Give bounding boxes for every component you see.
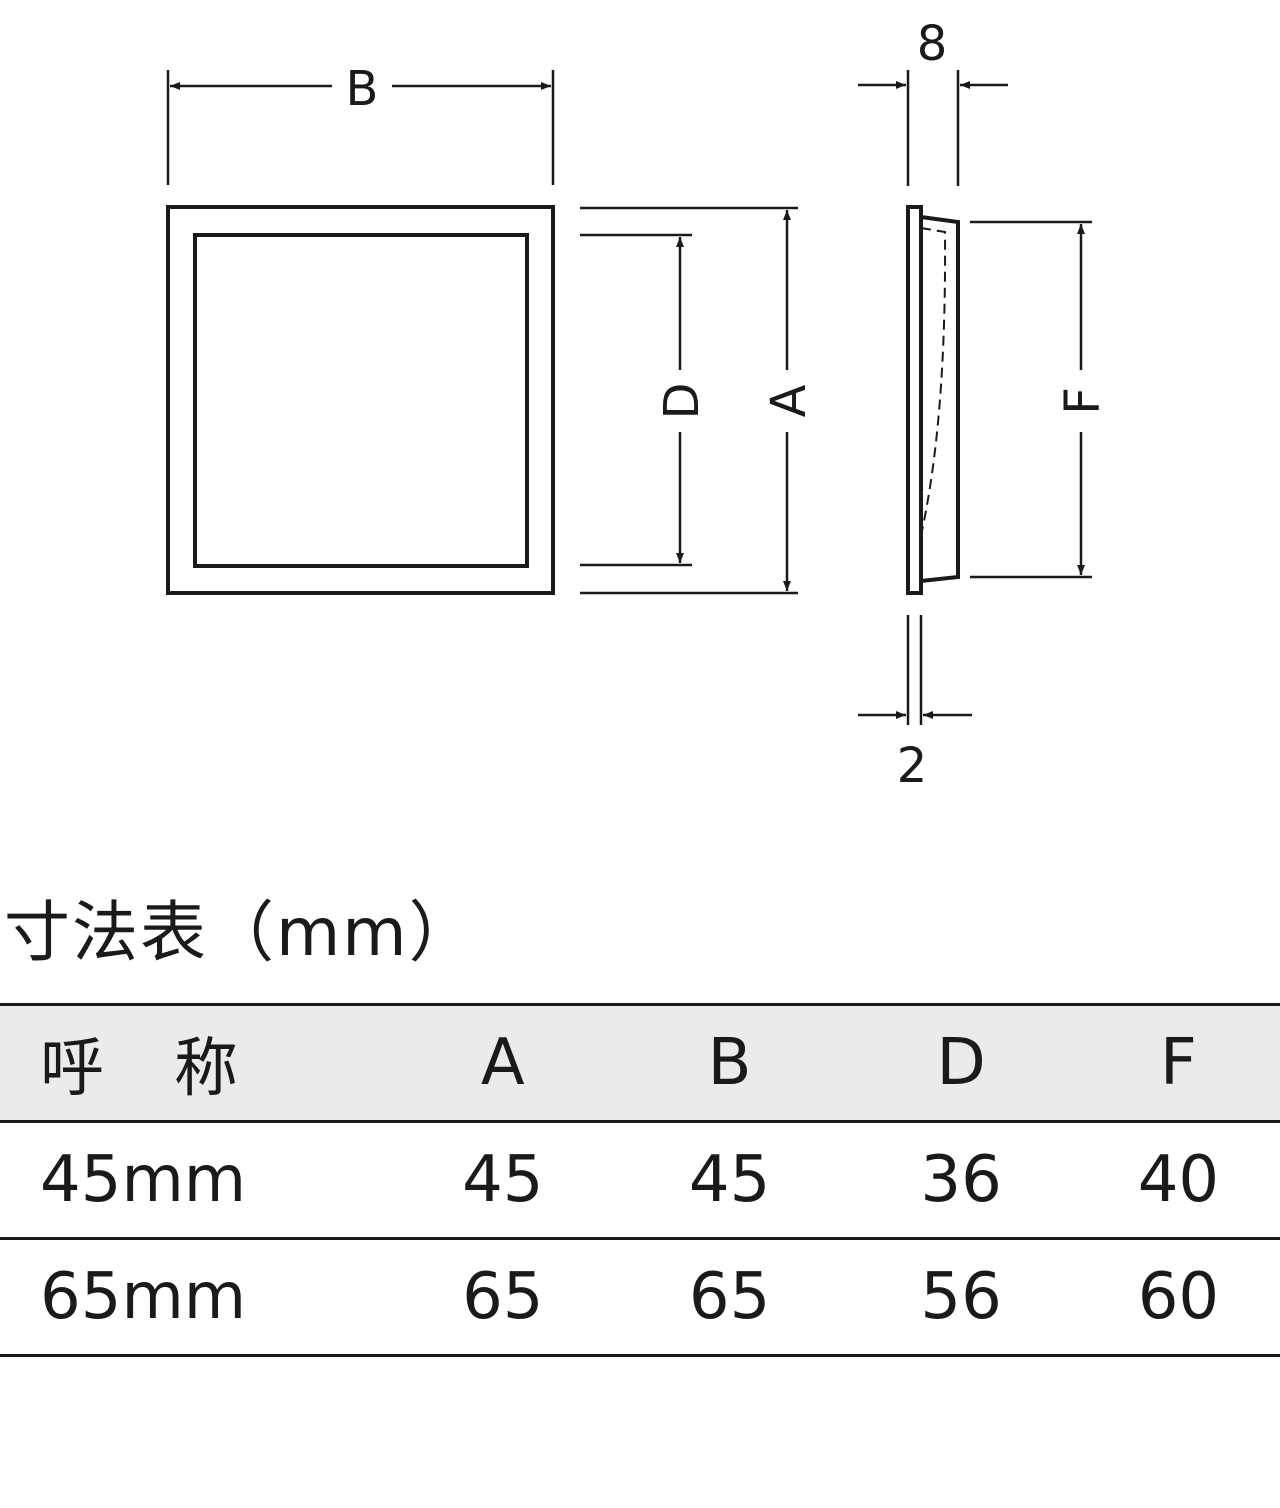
cell-b: 65 bbox=[688, 1260, 771, 1334]
dimension-table: 呼称 A B D F 45mm 45 45 36 40 65mm 65 65 5… bbox=[0, 1003, 1280, 1357]
header-name: 呼称 bbox=[0, 1005, 392, 1122]
header-d: D bbox=[936, 1026, 986, 1100]
header-name-text: 呼称 bbox=[40, 1032, 308, 1106]
label-d: D bbox=[654, 383, 710, 420]
cell-b: 45 bbox=[688, 1143, 771, 1217]
cell-a: 65 bbox=[462, 1260, 544, 1334]
front-view bbox=[166, 205, 555, 595]
dimension-2 bbox=[858, 615, 972, 725]
dimension-f bbox=[970, 220, 1092, 579]
label-2: 2 bbox=[897, 738, 928, 794]
table-title: 寸法表（mm） bbox=[4, 894, 477, 971]
cell-name: 65mm bbox=[40, 1260, 247, 1334]
label-8: 8 bbox=[917, 16, 948, 72]
side-plate bbox=[906, 205, 923, 595]
dimension-d bbox=[580, 233, 692, 567]
cell-d: 56 bbox=[920, 1260, 1002, 1334]
label-f: F bbox=[1055, 387, 1111, 415]
table-header-row: 呼称 A B D F bbox=[0, 1004, 1280, 1122]
dimension-b bbox=[166, 70, 555, 185]
cell-f: 40 bbox=[1137, 1143, 1220, 1217]
header-f: F bbox=[1160, 1026, 1197, 1100]
side-body bbox=[920, 215, 960, 583]
dimension-8 bbox=[858, 70, 1008, 186]
label-a: A bbox=[761, 384, 817, 417]
dimension-a bbox=[580, 206, 798, 595]
cell-name: 45mm bbox=[40, 1143, 247, 1217]
cell-f: 60 bbox=[1137, 1260, 1220, 1334]
label-b: B bbox=[346, 61, 379, 117]
outer-frame bbox=[166, 205, 555, 595]
side-view bbox=[906, 205, 960, 595]
table-row: 45mm 45 45 36 40 bbox=[0, 1122, 1280, 1239]
cell-a: 45 bbox=[462, 1143, 544, 1217]
cell-d: 36 bbox=[920, 1143, 1002, 1217]
header-b: B bbox=[707, 1026, 752, 1100]
inner-opening bbox=[193, 233, 529, 568]
header-a: A bbox=[480, 1026, 525, 1100]
side-inner-curve bbox=[919, 227, 947, 541]
technical-drawing: B D A 8 F 2 bbox=[166, 16, 1111, 794]
table-row: 65mm 65 65 56 60 bbox=[0, 1239, 1280, 1356]
